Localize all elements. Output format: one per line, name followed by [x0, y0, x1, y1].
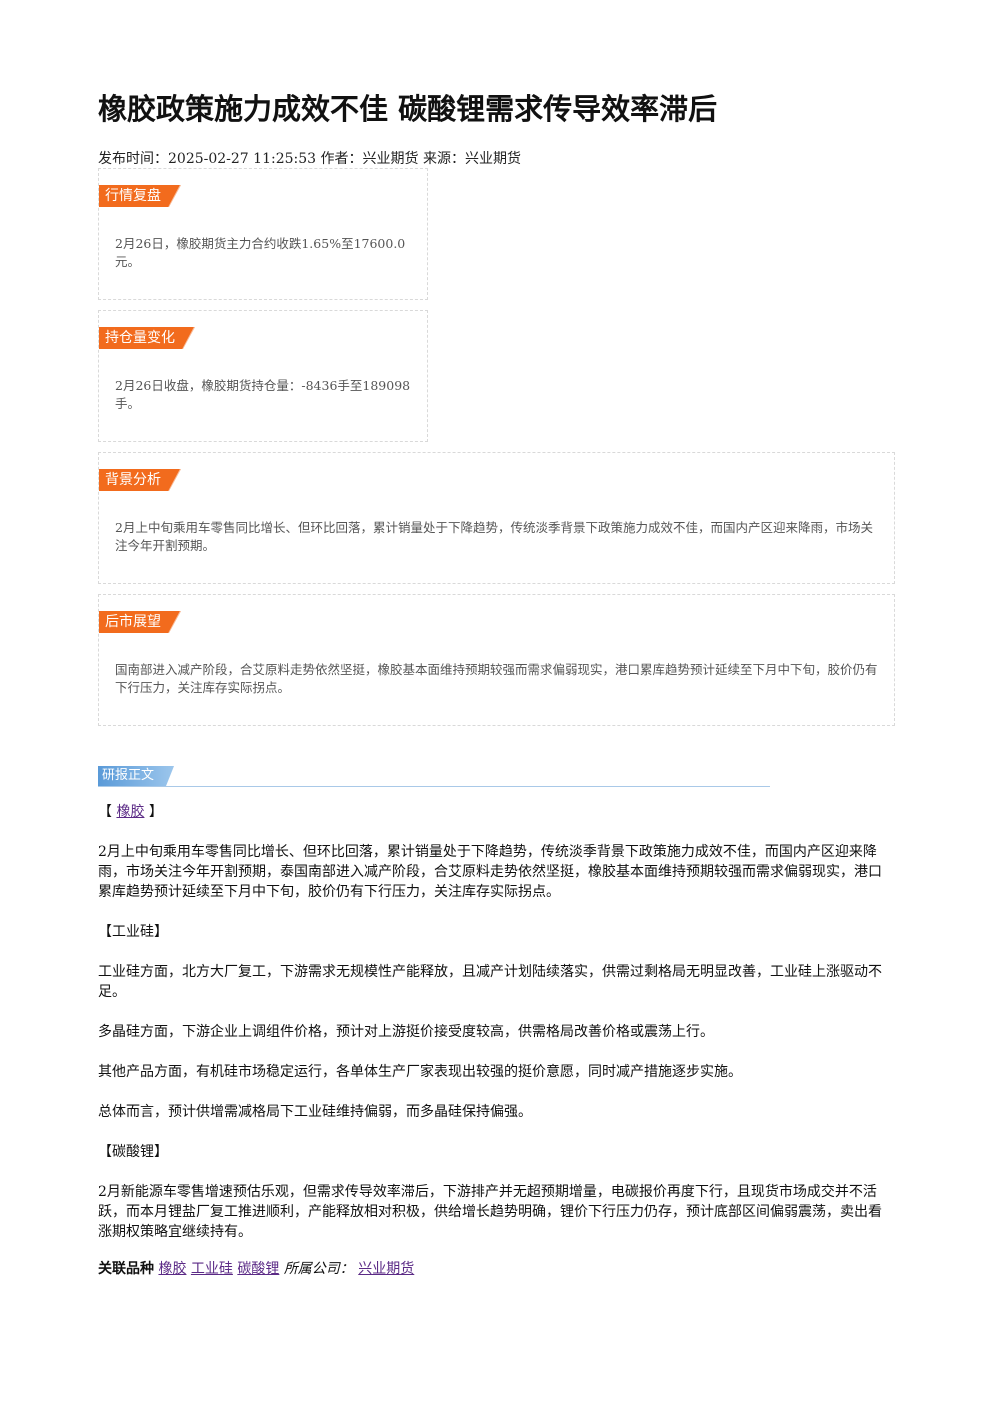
tag-open-interest: 持仓量变化	[99, 327, 195, 349]
related-link-rubber[interactable]: 橡胶	[158, 1261, 187, 1277]
summary-box-open-interest: 持仓量变化 2月26日收盘，橡胶期货持仓量：-8436手至189098手。	[98, 310, 428, 442]
article-meta: 发布时间：2025-02-27 11:25:53 作者：兴业期货 来源：兴业期货	[98, 151, 521, 167]
silicon-paragraph-4: 总体而言，预计供增需减格局下工业硅维持偏弱，而多晶硅保持偏强。	[98, 1104, 532, 1120]
summary-box-outlook: 后市展望 国南部进入减产阶段，合艾原料走势依然坚挺，橡胶基本面维持预期较强而需求…	[98, 594, 895, 726]
background-text: 2月上中旬乘用车零售同比增长、但环比回落，累计销量处于下降趋势，传统淡季背景下政…	[115, 520, 873, 553]
related-link-lithium[interactable]: 碳酸锂	[237, 1261, 280, 1277]
related-link-silicon[interactable]: 工业硅	[190, 1261, 233, 1277]
report-section-bar: 研报正文	[98, 766, 770, 787]
company-label: 所属公司：	[283, 1261, 354, 1277]
summary-box-background: 背景分析 2月上中旬乘用车零售同比增长、但环比回落，累计销量处于下降趋势，传统淡…	[98, 452, 895, 584]
bracket-open: 【	[98, 804, 112, 820]
company-link[interactable]: 兴业期货	[358, 1261, 415, 1277]
silicon-paragraph-1: 工业硅方面，北方大厂复工，下游需求无规模性产能释放，且减产计划陆续落实，供需过剩…	[98, 964, 882, 1000]
silicon-heading: 【工业硅】	[98, 924, 168, 940]
silicon-paragraph-2: 多晶硅方面，下游企业上调组件价格，预计对上游挺价接受度较高，供需格局改善价格或震…	[98, 1024, 714, 1040]
rubber-link[interactable]: 橡胶	[116, 804, 145, 820]
report-section-label: 研报正文	[98, 766, 174, 786]
tag-market-review: 行情复盘	[99, 185, 181, 207]
summary-box-market-review: 行情复盘 2月26日，橡胶期货主力合约收跌1.65%至17600.0元。	[98, 168, 428, 300]
lithium-paragraph: 2月新能源车零售增速预估乐观，但需求传导效率滞后，下游排产并无超预期增量，电碳报…	[98, 1184, 882, 1240]
tag-outlook: 后市展望	[99, 611, 181, 633]
bracket-close: 】	[148, 804, 163, 820]
outlook-text: 国南部进入减产阶段，合艾原料走势依然坚挺，橡胶基本面维持预期较强而需求偏弱现实，…	[115, 662, 878, 695]
related-label: 关联品种	[98, 1261, 154, 1277]
lithium-heading: 【碳酸锂】	[98, 1144, 168, 1160]
silicon-paragraph-3: 其他产品方面，有机硅市场稳定运行，各单体生产厂家表现出较强的挺价意愿，同时减产措…	[98, 1064, 742, 1080]
open-interest-text: 2月26日收盘，橡胶期货持仓量：-8436手至189098手。	[115, 378, 411, 411]
market-review-text: 2月26日，橡胶期货主力合约收跌1.65%至17600.0元。	[115, 236, 406, 269]
related-products: 关联品种 橡胶 工业硅 碳酸锂 所属公司： 兴业期货	[98, 1258, 414, 1278]
rubber-paragraph: 2月上中旬乘用车零售同比增长、但环比回落，累计销量处于下降趋势，传统淡季背景下政…	[98, 844, 882, 900]
rubber-heading: 【 橡胶 】	[98, 802, 894, 822]
tag-background: 背景分析	[99, 469, 181, 491]
article-title: 橡胶政策施力成效不佳 碳酸锂需求传导效率滞后	[98, 92, 718, 126]
